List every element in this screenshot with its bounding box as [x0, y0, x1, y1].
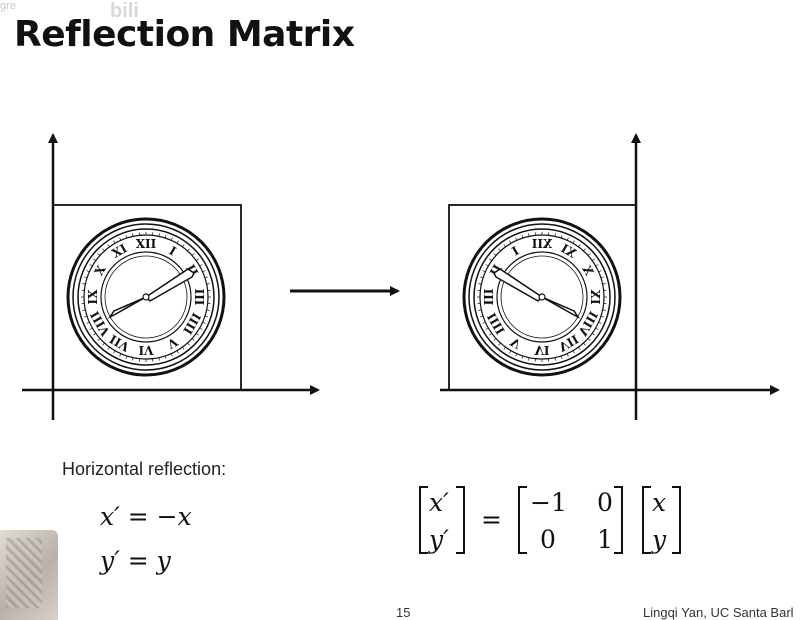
watermark-small: gre — [0, 0, 16, 12]
vec-y: y — [652, 525, 667, 554]
left-frame — [52, 204, 242, 391]
right-frame — [448, 204, 637, 391]
slide-title: Reflection Matrix — [14, 14, 355, 55]
watermark-logo: bili — [110, 0, 139, 22]
clock-hour-hand — [144, 268, 195, 302]
matrix-a11: −1 — [530, 488, 567, 517]
matrix-a12: 0 — [597, 488, 613, 517]
clock-numeral: XI — [558, 241, 578, 261]
credit-text: Lingqi Yan, UC Santa Barl — [643, 605, 794, 620]
vec-x: x — [652, 488, 667, 517]
page-number: 15 — [396, 605, 411, 620]
clock-numeral: XI — [110, 241, 130, 261]
matrix-a21: 0 — [540, 525, 556, 554]
clock-numeral: XII — [531, 237, 552, 251]
matrix-equals: = — [481, 505, 502, 534]
matrix-a22: 1 — [597, 525, 613, 554]
clock-hour-hand — [493, 268, 544, 302]
webcam-thumbnail — [0, 530, 58, 620]
clock-numeral: VI — [534, 343, 550, 357]
caption-horizontal-reflection: Horizontal reflection: — [62, 459, 227, 479]
clock-numeral: VI — [138, 343, 154, 357]
clock-numeral: IX — [86, 289, 100, 305]
clock-numeral: XII — [136, 237, 157, 251]
equation-x: x′ = −x — [100, 502, 192, 531]
clock-center — [142, 293, 150, 301]
equation-y: y′ = y — [100, 546, 171, 575]
clock-center — [538, 293, 546, 301]
clock-numeral: IX — [588, 289, 602, 305]
lhs-y-prime: y′ — [429, 525, 449, 554]
matrix-equation — [419, 486, 681, 554]
lhs-x-prime: x′ — [429, 488, 449, 517]
clock-numeral: III — [482, 289, 496, 306]
clock-numeral: III — [192, 289, 206, 306]
